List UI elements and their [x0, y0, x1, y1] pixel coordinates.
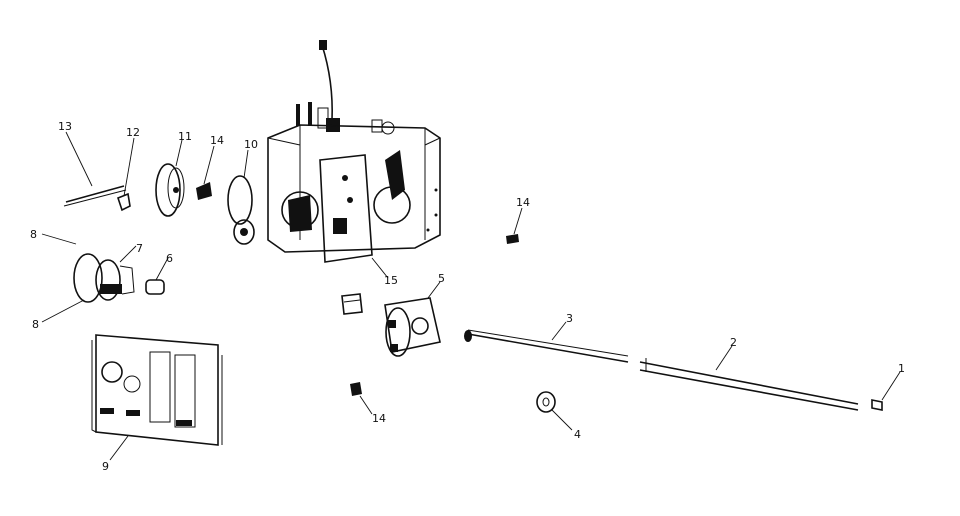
- part-3-threaded-rod: [464, 329, 629, 363]
- leader-lines: [41, 131, 901, 461]
- callout-10: 10: [244, 138, 258, 151]
- callout-4: 4: [574, 428, 581, 441]
- part-5-drive-gear: [384, 297, 441, 357]
- callout-14-bottom: 14: [372, 412, 386, 425]
- callout-12: 12: [126, 126, 140, 139]
- part-9-front-panel: [91, 334, 223, 446]
- part-14-screw-right: [506, 234, 519, 244]
- callout-7: 7: [136, 242, 143, 255]
- callout-9: 9: [102, 460, 109, 473]
- callout-2: 2: [730, 336, 737, 349]
- part-14-pinion: [196, 182, 212, 200]
- part-12-clip: [117, 192, 131, 212]
- part-4-washer: [536, 391, 556, 413]
- callout-1: 1: [898, 362, 905, 375]
- callout-5: 5: [438, 272, 445, 285]
- part-10-gear: [227, 175, 255, 245]
- timer-housing: [267, 40, 441, 263]
- part-13-shaft: [63, 185, 127, 207]
- callout-3: 3: [566, 312, 573, 325]
- part-1-end-cap: [871, 399, 883, 411]
- part-7-knob: [73, 253, 135, 303]
- callout-11: 11: [178, 130, 192, 143]
- callout-14-top: 14: [210, 134, 224, 147]
- part-14-screw-bottom: [350, 382, 362, 396]
- callout-14-right: 14: [516, 196, 530, 209]
- callout-13: 13: [58, 120, 72, 133]
- part-15-nut: [341, 293, 363, 315]
- callout-8-lower: 8: [32, 318, 39, 331]
- callout-8-upper: 8: [30, 228, 37, 241]
- part-2-long-shaft: [639, 358, 859, 411]
- callout-15: 15: [384, 274, 398, 287]
- callout-labels: 13 12 11 14 10 8 7 6 8 9 15 14 5 3 2 1 4…: [30, 120, 905, 473]
- part-6-spacer: [145, 279, 165, 295]
- part-11-cam-wheel: [155, 163, 185, 217]
- callout-6: 6: [166, 252, 173, 265]
